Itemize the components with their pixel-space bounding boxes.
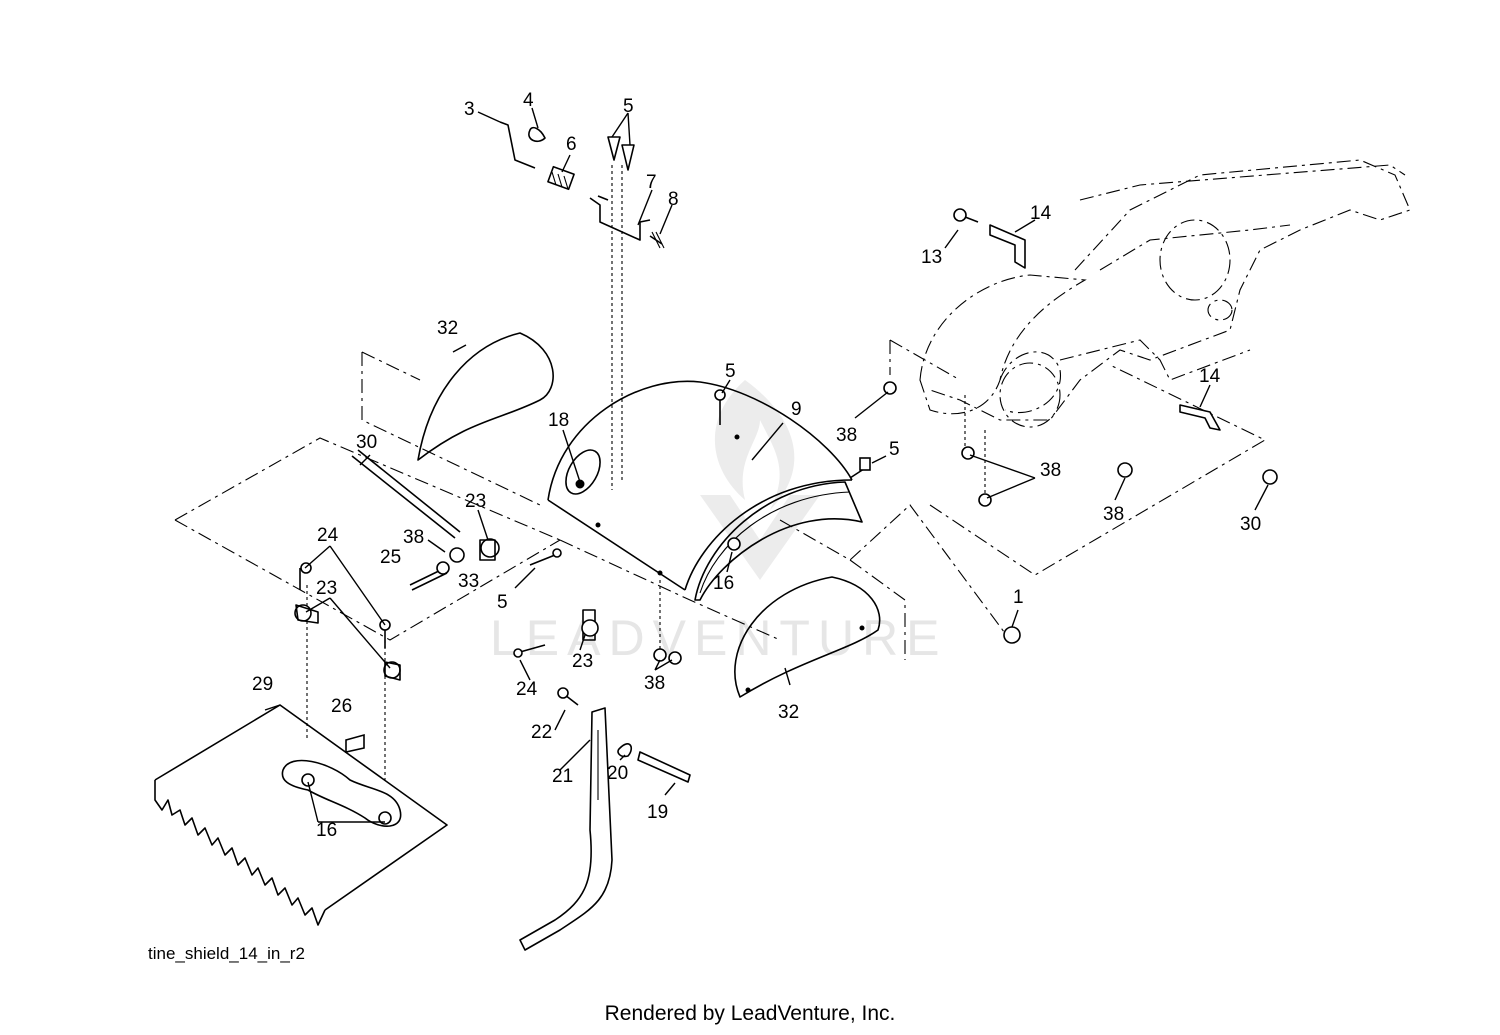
side-flap-29-lower (734, 576, 881, 698)
callout-5-mid: 5 (497, 592, 508, 613)
callout-21: 21 (552, 766, 573, 787)
callout-25: 25 (380, 547, 401, 568)
watermark-logo-icon (700, 380, 820, 580)
callout-7: 7 (646, 172, 657, 193)
rod-28 (351, 449, 461, 539)
callout-26: 26 (331, 696, 352, 717)
callout-33: 38 (403, 527, 424, 548)
assembly-centerlines (174, 165, 1267, 780)
callout-16-shield: 16 (713, 573, 734, 594)
callout-24-bottom: 24 (516, 679, 538, 700)
callout-5-right: 5 (889, 439, 900, 460)
callout-23-bottom: 23 (572, 651, 593, 672)
side-flap-29-upper (417, 332, 554, 461)
callout-3: 3 (464, 99, 475, 120)
callout-22: 22 (531, 722, 552, 743)
diagram-filename: tine_shield_14_in_r2 (148, 944, 305, 963)
callout-5-shield: 5 (725, 361, 736, 382)
callout-5-top: 5 (623, 96, 634, 117)
transmission-housing (919, 159, 1411, 428)
callout-24-left: 24 (317, 525, 339, 546)
callout-8: 8 (668, 189, 679, 210)
callout-4: 4 (523, 90, 534, 111)
leader-lines (264, 107, 1269, 823)
callout-38-left: 38 (836, 425, 857, 446)
callout-19: 19 (647, 802, 668, 823)
depth-bar-21 (519, 707, 691, 951)
callout-38-right: 38 (1103, 504, 1124, 525)
callout-16-extension: 16 (316, 820, 337, 841)
callout-23-mid: 23 (465, 491, 486, 512)
callout-6: 6 (566, 134, 577, 155)
callout-14-right: 14 (1199, 366, 1221, 387)
callout-1: 1 (1013, 587, 1024, 608)
callout-38-bottom: 38 (644, 673, 665, 694)
callout-32: 33 (458, 571, 479, 592)
watermark-text: LEADVENTURE (490, 610, 948, 666)
shield-extension-27 (154, 704, 448, 926)
depth-stake-linkage (499, 121, 665, 249)
label-26 (345, 733, 365, 753)
tine-shield-9 (547, 380, 863, 601)
callout-13: 13 (921, 247, 942, 268)
callout-28: 30 (356, 432, 377, 453)
callout-14-top: 14 (1030, 203, 1052, 224)
callout-27: 29 (252, 674, 273, 695)
callout-29-upper: 32 (437, 318, 458, 339)
callout-20: 20 (607, 763, 628, 784)
render-credit: Rendered by LeadVenture, Inc. (604, 1002, 896, 1025)
callout-29-lower: 32 (778, 702, 799, 723)
grommet-18 (565, 449, 601, 495)
callout-23-left: 23 (316, 578, 337, 599)
callout-18: 18 (548, 410, 569, 431)
callout-9: 9 (791, 399, 802, 420)
callout-38-mid: 38 (1040, 460, 1061, 481)
callout-30: 30 (1240, 514, 1261, 535)
callout-labels: 3 4 5 6 7 8 32 5 9 18 30 23 38 25 33 24 … (252, 90, 1261, 841)
